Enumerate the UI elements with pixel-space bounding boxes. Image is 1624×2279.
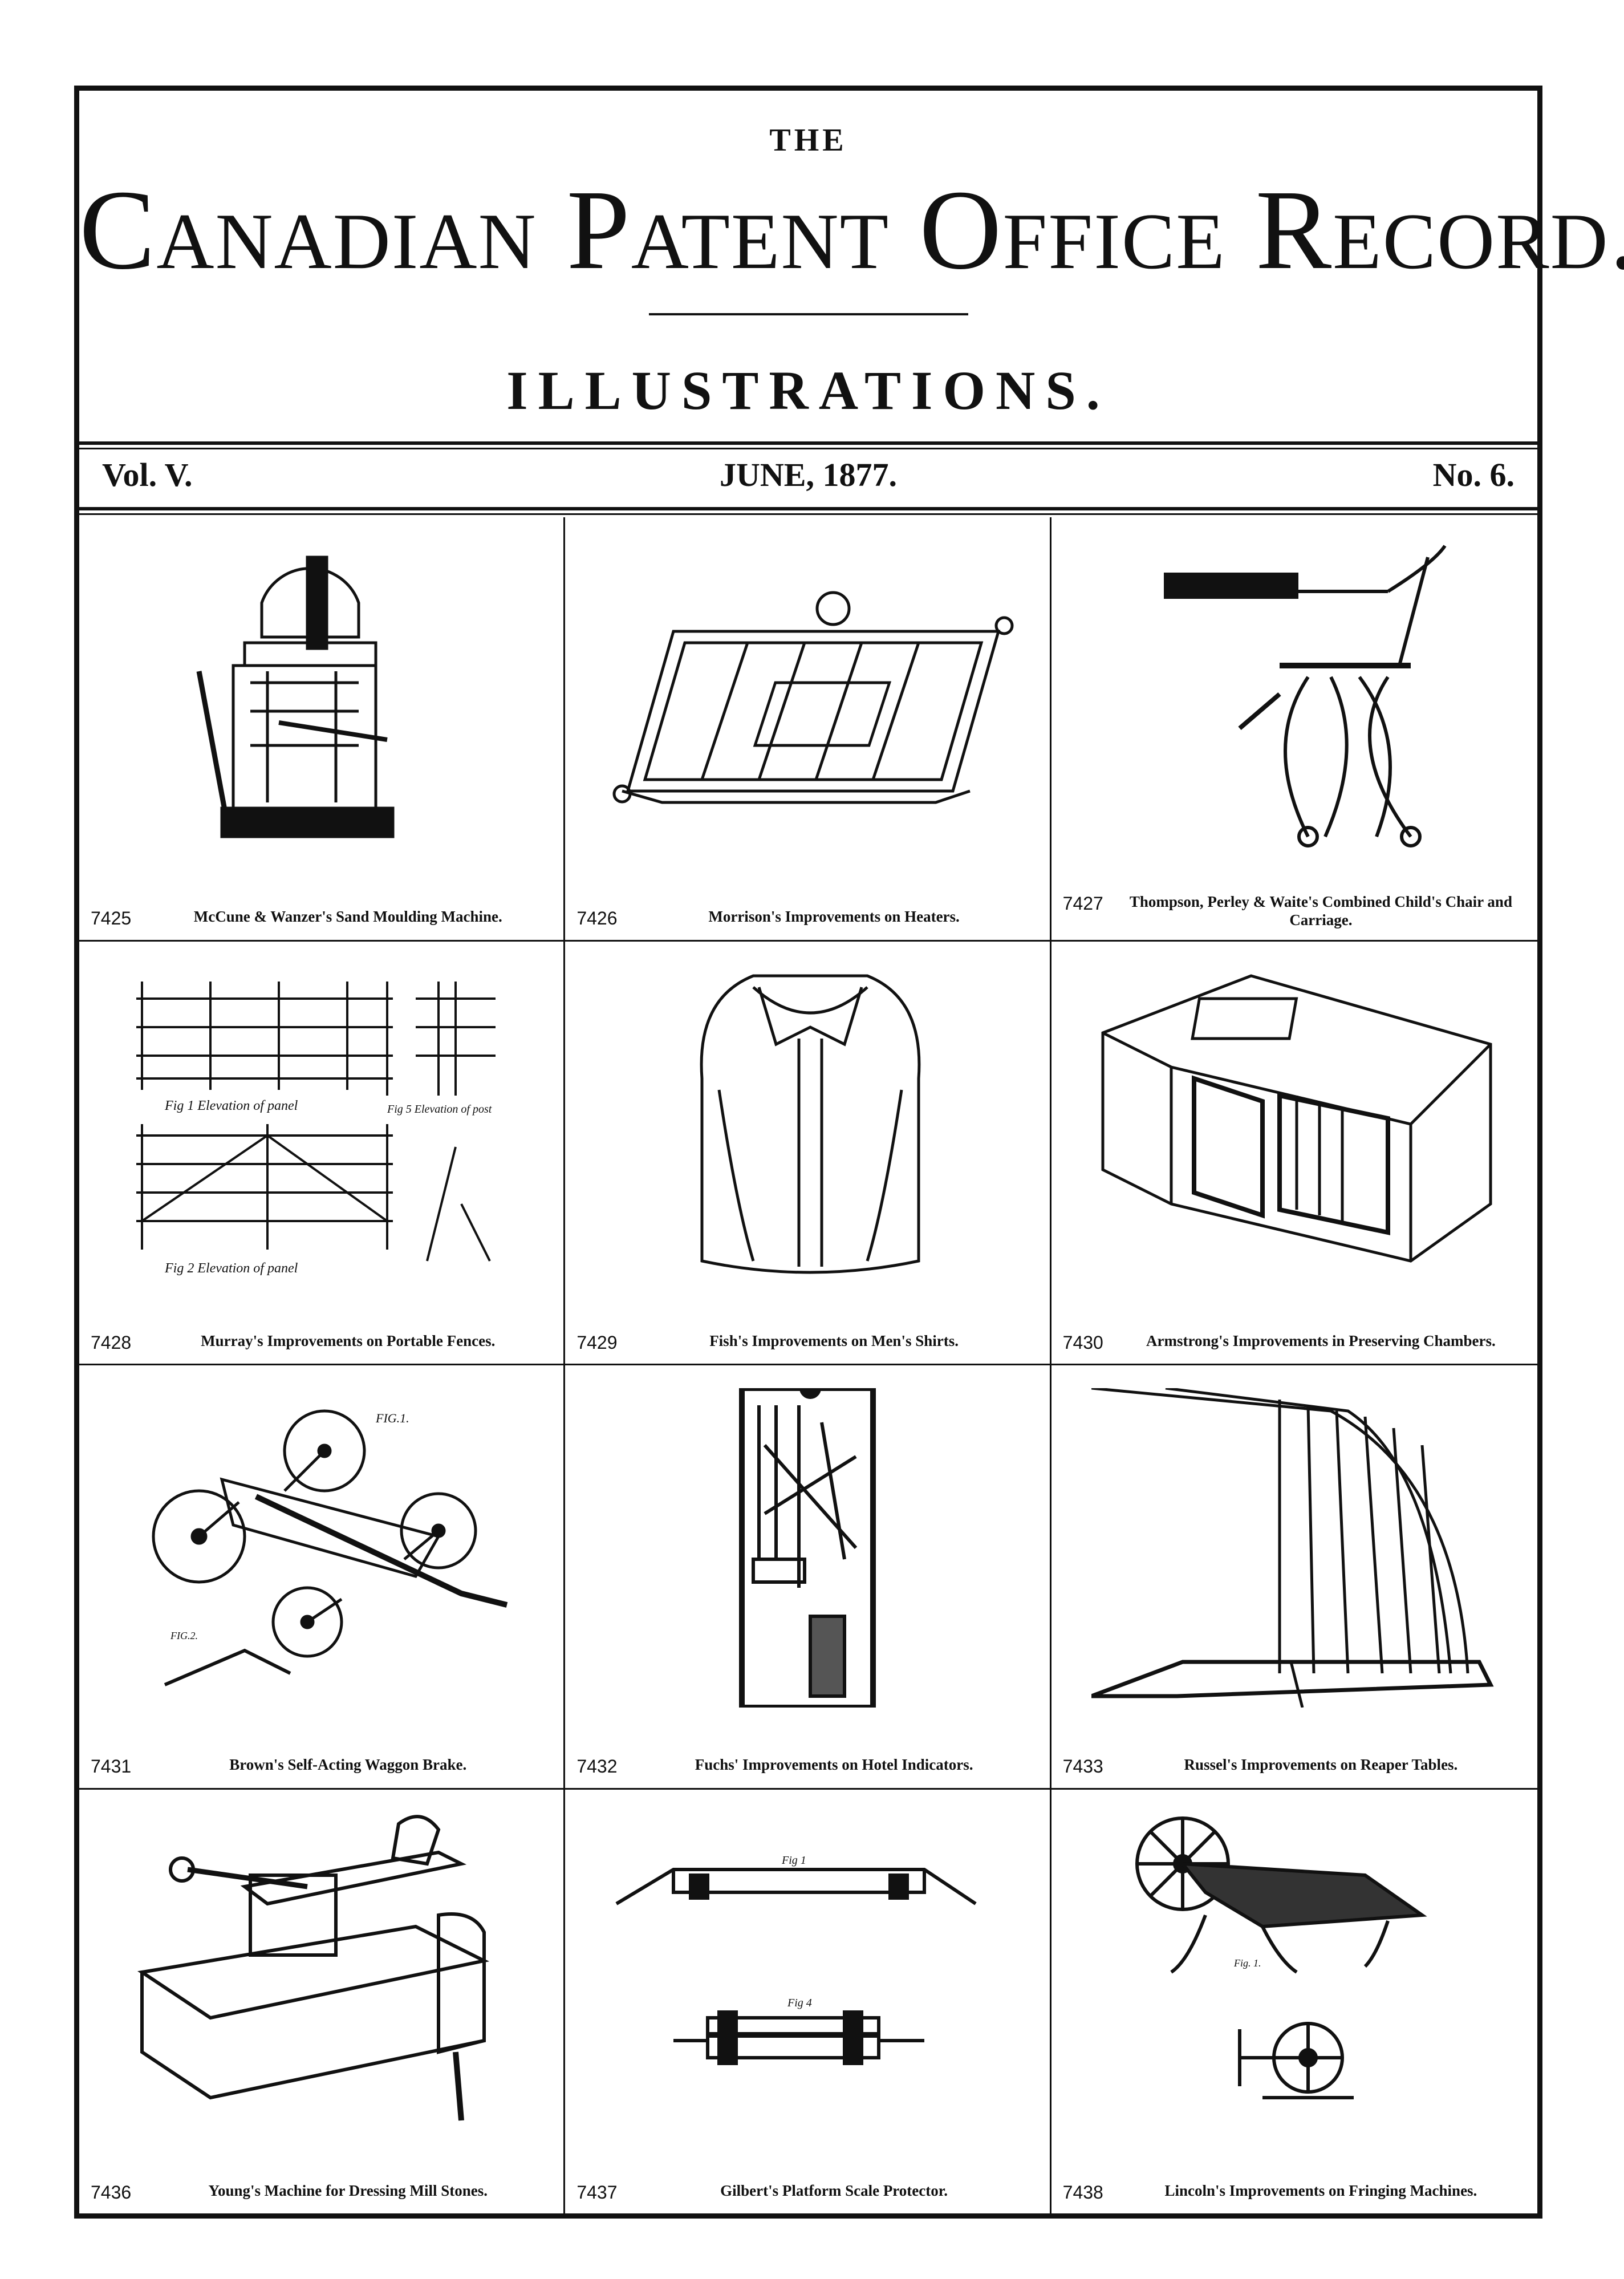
caption-text: Fish's Improvements on Men's Shirts. bbox=[709, 1332, 959, 1349]
caption: 7425 McCune & Wanzer's Sand Moulding Mac… bbox=[91, 907, 552, 929]
illustration-cell-7431: FIG.1. FIG.2. 7431 Brown's Self-Acting W… bbox=[79, 1365, 566, 1790]
patent-number: 7431 bbox=[91, 1756, 132, 1777]
masthead: THE Canadian Patent Office Record. ILLUS… bbox=[79, 91, 1624, 441]
caption: 7436 Young's Machine for Dressing Mill S… bbox=[91, 2181, 552, 2203]
patent-number: 7428 bbox=[91, 1332, 132, 1353]
volume-label: Vol. V. bbox=[102, 456, 193, 493]
issue-date: JUNE, 1877. bbox=[720, 456, 897, 493]
fringing-fig1-label: Fig. 1. bbox=[1233, 1957, 1261, 1969]
patent-number: 7432 bbox=[576, 1756, 618, 1777]
caption-text: McCune & Wanzer's Sand Moulding Machine. bbox=[193, 908, 502, 926]
fence-fig1-label: Fig 1 Elevation of panel bbox=[164, 1098, 298, 1113]
millstone-icon bbox=[137, 1814, 490, 2120]
illustration-cell-7438: Fig. 1. 7438 Lincoln's Improvements on F… bbox=[1051, 1790, 1537, 2214]
shirt-icon bbox=[700, 974, 921, 1274]
patent-number: 7430 bbox=[1062, 1332, 1103, 1353]
indicator-icon bbox=[739, 1388, 876, 1708]
illustration-cell-7429: 7429 Fish's Improvements on Men's Shirts… bbox=[565, 941, 1051, 1365]
patent-number: 7429 bbox=[576, 1332, 618, 1353]
illustration-cell-7425: 7425 McCune & Wanzer's Sand Moulding Mac… bbox=[79, 517, 566, 942]
masthead-subtitle: ILLUSTRATIONS. bbox=[506, 360, 1110, 421]
caption-text: Young's Machine for Dressing Mill Stones… bbox=[208, 2181, 488, 2199]
child-chair-icon bbox=[1163, 545, 1447, 847]
double-rule-bottom bbox=[79, 507, 1537, 515]
scale-fig4-label: Fig 4 bbox=[787, 1997, 812, 2009]
caption-text: Morrison's Improvements on Heaters. bbox=[708, 908, 960, 926]
patent-number: 7427 bbox=[1062, 893, 1103, 914]
caption-text: Lincoln's Improvements on Fringing Machi… bbox=[1164, 2181, 1477, 2199]
caption-text: Thompson, Perley & Waite's Combined Chil… bbox=[1129, 893, 1512, 929]
patent-number: 7433 bbox=[1062, 1756, 1103, 1777]
patent-number: 7436 bbox=[91, 2181, 132, 2203]
illustration-cell-7433: 7433 Russel's Improvements on Reaper Tab… bbox=[1051, 1365, 1537, 1790]
caption-text: Gilbert's Platform Scale Protector. bbox=[720, 2181, 948, 2199]
patent-number: 7425 bbox=[91, 908, 132, 929]
double-rule-top bbox=[79, 441, 1537, 449]
reaper-icon bbox=[1091, 1388, 1494, 1708]
caption-text: Murray's Improvements on Portable Fences… bbox=[201, 1332, 496, 1349]
chamber-icon bbox=[1101, 974, 1492, 1263]
caption: 7431 Brown's Self-Acting Waggon Brake. bbox=[91, 1755, 552, 1777]
moulding-machine-icon bbox=[196, 555, 395, 838]
illustration-grid: 7425 McCune & Wanzer's Sand Moulding Mac… bbox=[79, 517, 1537, 2213]
waggon-fig2-label: FIG.2. bbox=[170, 1630, 198, 1641]
caption-text: Russel's Improvements on Reaper Tables. bbox=[1184, 1756, 1458, 1774]
caption: 7429 Fish's Improvements on Men's Shirts… bbox=[576, 1332, 1038, 1353]
issue-line: Vol. V. JUNE, 1877. No. 6. bbox=[79, 456, 1537, 501]
waggon-icon: FIG.1. FIG.2. bbox=[152, 1409, 508, 1686]
caption: 7437 Gilbert's Platform Scale Protector. bbox=[576, 2181, 1038, 2203]
caption-text: Fuchs' Improvements on Hotel Indicators. bbox=[695, 1756, 973, 1774]
waggon-fig1-label: FIG.1. bbox=[375, 1411, 409, 1425]
fence-icon: Fig 1 Elevation of panel Fig 5 Elevation… bbox=[136, 981, 496, 1276]
fringing-machine-icon: Fig. 1. bbox=[1135, 1816, 1427, 2099]
caption-text: Brown's Self-Acting Waggon Brake. bbox=[229, 1756, 467, 1774]
patent-number: 7438 bbox=[1062, 2181, 1103, 2203]
masthead-title: Canadian Patent Office Record. bbox=[79, 167, 1624, 293]
caption: 7432 Fuchs' Improvements on Hotel Indica… bbox=[576, 1755, 1038, 1777]
illustration-cell-7427: 7427 Thompson, Perley & Waite's Combined… bbox=[1051, 517, 1537, 942]
fence-fig5-label: Fig 5 Elevation of post bbox=[387, 1103, 492, 1116]
scale-fig1-label: Fig 1 bbox=[781, 1854, 806, 1867]
caption: 7438 Lincoln's Improvements on Fringing … bbox=[1063, 2181, 1526, 2203]
illustration-cell-7437: Fig 1 Fig 4 7437 Gilbert's Platform Scal… bbox=[565, 1789, 1051, 2213]
title-rule bbox=[648, 313, 968, 315]
illustration-cell-7430: 7430 Armstrong's Improvements in Preserv… bbox=[1051, 942, 1537, 1365]
fence-fig2-label: Fig 2 Elevation of panel bbox=[164, 1261, 298, 1276]
page-frame: THE Canadian Patent Office Record. ILLUS… bbox=[74, 86, 1624, 2219]
caption: 7433 Russel's Improvements on Reaper Tab… bbox=[1063, 1755, 1526, 1777]
masthead-the: THE bbox=[769, 123, 847, 158]
caption: 7428 Murray's Improvements on Portable F… bbox=[91, 1332, 552, 1353]
heater-icon bbox=[612, 591, 1014, 804]
patent-number: 7426 bbox=[576, 908, 618, 929]
issue-number: No. 6. bbox=[1432, 456, 1515, 493]
caption: 7430 Armstrong's Improvements in Preserv… bbox=[1063, 1332, 1526, 1353]
caption-text: Armstrong's Improvements in Preserving C… bbox=[1146, 1332, 1496, 1349]
illustration-cell-7436: 7436 Young's Machine for Dressing Mill S… bbox=[79, 1789, 566, 2213]
illustration-cell-7432: 7432 Fuchs' Improvements on Hotel Indica… bbox=[565, 1365, 1051, 1790]
patent-number: 7437 bbox=[576, 2181, 618, 2203]
illustration-cell-7426: 7426 Morrison's Improvements on Heaters. bbox=[565, 517, 1051, 942]
illustration-cell-7428: Fig 1 Elevation of panel Fig 5 Elevation… bbox=[79, 941, 566, 1365]
scale-protector-icon: Fig 1 Fig 4 bbox=[615, 1854, 977, 2065]
caption: 7427 Thompson, Perley & Waite's Combined… bbox=[1063, 893, 1526, 930]
caption: 7426 Morrison's Improvements on Heaters. bbox=[576, 907, 1038, 929]
